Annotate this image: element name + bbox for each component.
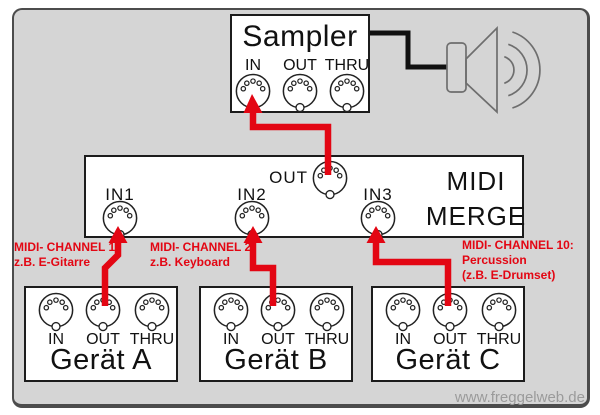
device-c-in-label: IN [395, 331, 411, 348]
midi-din-connector-icon [481, 292, 517, 332]
device-b-box: IN OUT THRU Gerät B [199, 286, 353, 382]
device-a-name: Gerät A [50, 344, 152, 376]
midi-din-connector-icon [38, 292, 74, 332]
midi-merge-box: MIDI MERGE IN1 IN2 IN3 OUT [84, 155, 525, 240]
sampler-title: Sampler [242, 20, 358, 53]
channel-label-10: MIDI- CHANNEL 10: Percussion (z.B. E-Dru… [462, 238, 574, 283]
midi-din-connector-icon [102, 200, 138, 240]
channel-label-10-line2: Percussion [462, 253, 527, 267]
midi-din-connector-icon [260, 292, 296, 332]
midi-din-connector-icon [213, 292, 249, 332]
merge-in1-label: IN1 [105, 185, 135, 204]
channel-label-1: MIDI- CHANNEL 1: z.B. E-Gitarre [14, 240, 119, 270]
device-c-name: Gerät C [395, 344, 501, 376]
sampler-port-in-label: IN [245, 57, 261, 74]
midi-din-connector-icon [432, 292, 468, 332]
device-a-in-label: IN [48, 331, 64, 348]
sampler-port-out-label: OUT [283, 57, 317, 74]
device-a-out-label: OUT [86, 331, 120, 348]
merge-in3-label: IN3 [363, 185, 393, 204]
device-b-name: Gerät B [224, 344, 328, 376]
merge-in2-label: IN2 [237, 185, 267, 204]
channel-label-10-line3: (z.B. E-Drumset) [462, 268, 556, 282]
sampler-box: Sampler IN OUT THRU [230, 14, 370, 113]
device-c-thru-label: THRU [476, 331, 522, 348]
midi-din-connector-icon [234, 200, 270, 240]
midi-merge-title-line2: MERGE [425, 201, 527, 231]
midi-din-connector-icon [85, 292, 121, 332]
device-c-out-label: OUT [433, 331, 467, 348]
channel-label-2-line1: MIDI- CHANNEL 2: [150, 240, 256, 254]
device-b-in-label: IN [223, 331, 239, 348]
channel-label-2-line2: z.B. Keyboard [150, 255, 231, 269]
midi-din-connector-icon [235, 73, 271, 113]
midi-din-connector-icon [385, 292, 421, 332]
device-a-box: IN OUT THRU Gerät A [24, 286, 178, 382]
midi-din-connector-icon [134, 292, 170, 332]
midi-din-connector-icon [309, 292, 345, 332]
channel-label-10-line1: MIDI- CHANNEL 10: [462, 238, 574, 252]
channel-label-2: MIDI- CHANNEL 2: z.B. Keyboard [150, 240, 255, 270]
device-c-box: IN OUT THRU Gerät C [371, 286, 525, 382]
website-watermark: www.freggelweb.de [454, 389, 585, 406]
channel-label-1-line2: z.B. E-Gitarre [14, 255, 91, 269]
midi-din-connector-icon [312, 160, 348, 200]
merge-out-label: OUT [269, 168, 308, 187]
midi-din-connector-icon [329, 73, 365, 113]
midi-din-connector-icon [360, 200, 396, 240]
device-b-thru-label: THRU [304, 331, 350, 348]
midi-merge-title-line1: MIDI [446, 166, 506, 196]
device-a-thru-label: THRU [129, 331, 175, 348]
device-b-out-label: OUT [261, 331, 295, 348]
channel-label-1-line1: MIDI- CHANNEL 1: [14, 240, 120, 254]
midi-merge-title: MIDI MERGE [386, 164, 566, 234]
midi-din-connector-icon [282, 73, 318, 113]
sampler-port-thru-label: THRU [324, 57, 370, 74]
